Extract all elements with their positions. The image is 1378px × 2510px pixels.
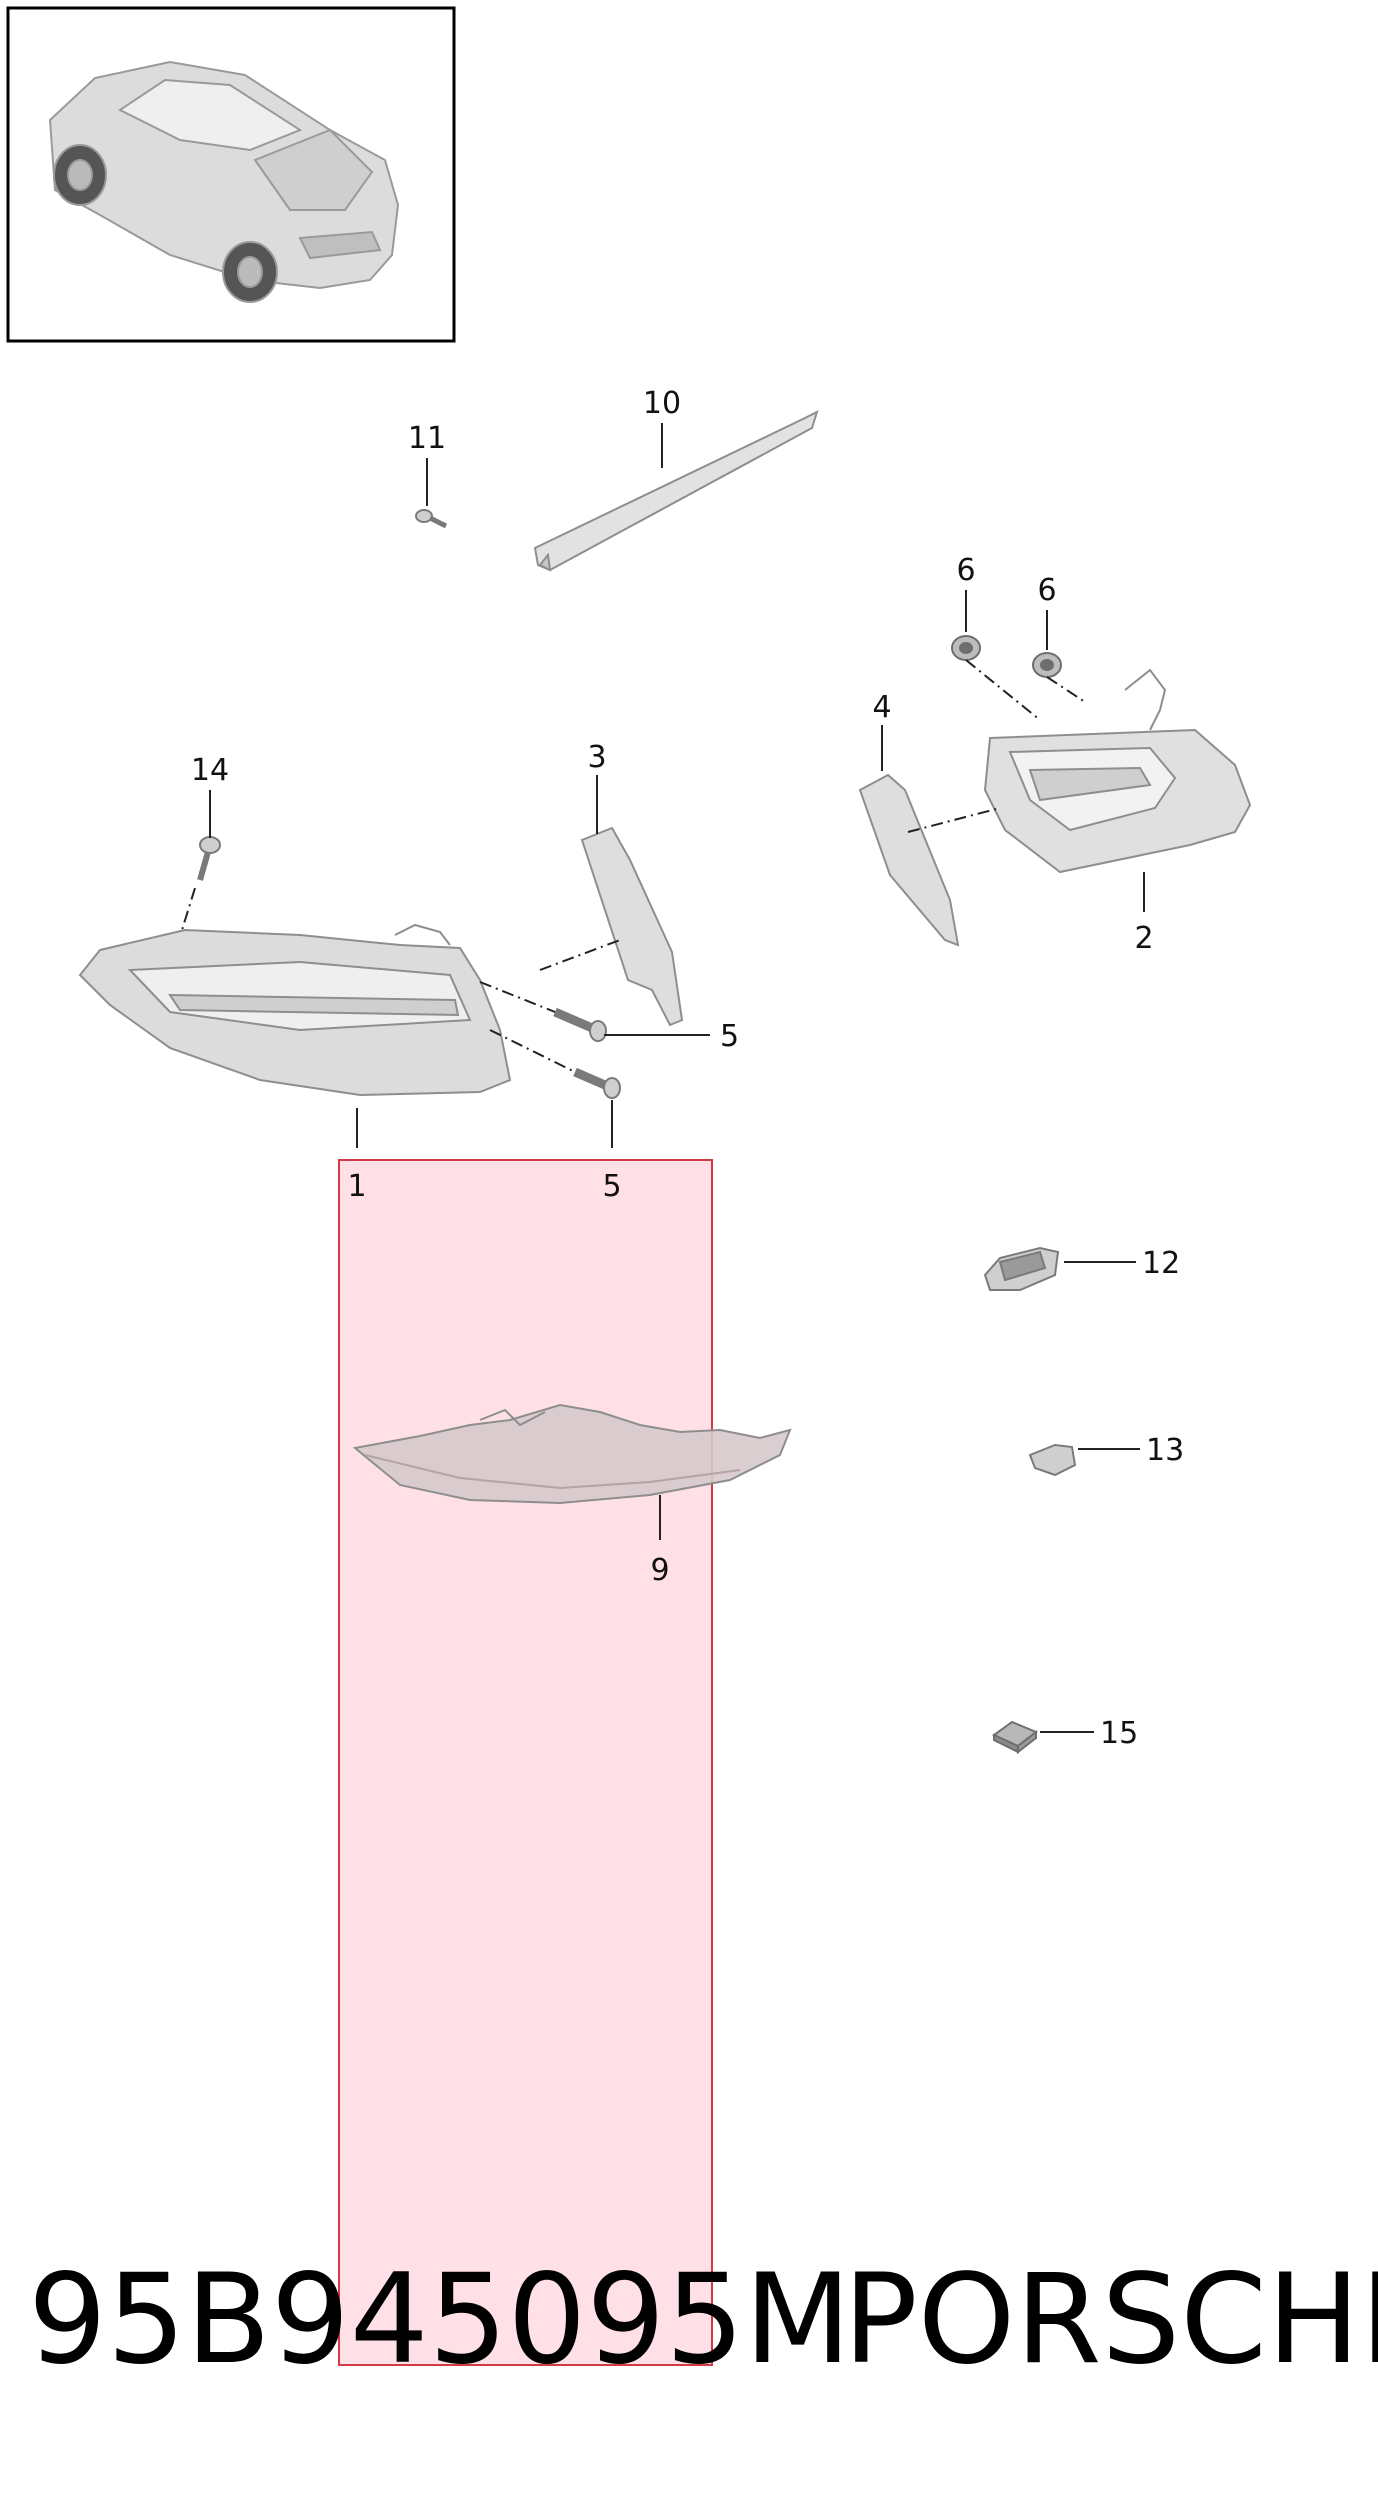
assembly-lines [181, 659, 1086, 1073]
callout-12: 12 [1142, 1246, 1180, 1281]
callout-9: 9 [650, 1553, 669, 1588]
highlight-box [338, 1159, 713, 2366]
part-2-inner-tail-light [983, 668, 1252, 874]
part-number-text: 95B945095M [28, 2248, 852, 2392]
callout-13: 13 [1146, 1433, 1184, 1468]
car-silhouette-icon [48, 60, 400, 303]
part-10-trim-strip [533, 410, 819, 572]
part-4-bracket [858, 773, 960, 947]
part-5-screw-upper [553, 1007, 607, 1042]
callout-10: 10 [643, 386, 681, 421]
part-6-nut-left [951, 635, 981, 661]
part-12-bulb-holder [983, 1246, 1060, 1291]
callout-14: 14 [191, 753, 229, 788]
part-9-reflector-strip [352, 1403, 792, 1505]
part-6-nut-right [1032, 652, 1062, 678]
callout-labels: 1 2 3 4 5 5 6 6 9 10 11 12 13 14 15 [191, 386, 1184, 1751]
part-5-screw-lower [573, 1067, 621, 1099]
callout-6-left: 6 [956, 553, 975, 588]
callout-1: 1 [347, 1169, 366, 1204]
callout-11: 11 [408, 421, 446, 456]
callout-5-lower: 5 [602, 1169, 621, 1204]
part-13-bulb [1028, 1443, 1077, 1477]
vehicle-overview-inset [6, 6, 456, 343]
callout-5-upper: 5 [720, 1019, 739, 1054]
callout-2: 2 [1134, 921, 1153, 956]
callout-15: 15 [1100, 1716, 1138, 1751]
part-15-connector [992, 1720, 1038, 1755]
part-14-screw [197, 836, 221, 881]
part-11-screw [415, 509, 448, 529]
callout-6-right: 6 [1037, 573, 1056, 608]
part-3-bracket [580, 826, 684, 1027]
brand-text: PORSCHE [843, 2248, 1378, 2392]
part-1-outer-tail-light [78, 923, 512, 1097]
leader-lines [209, 423, 1145, 1733]
callout-4: 4 [872, 690, 891, 725]
callout-3: 3 [587, 740, 606, 775]
